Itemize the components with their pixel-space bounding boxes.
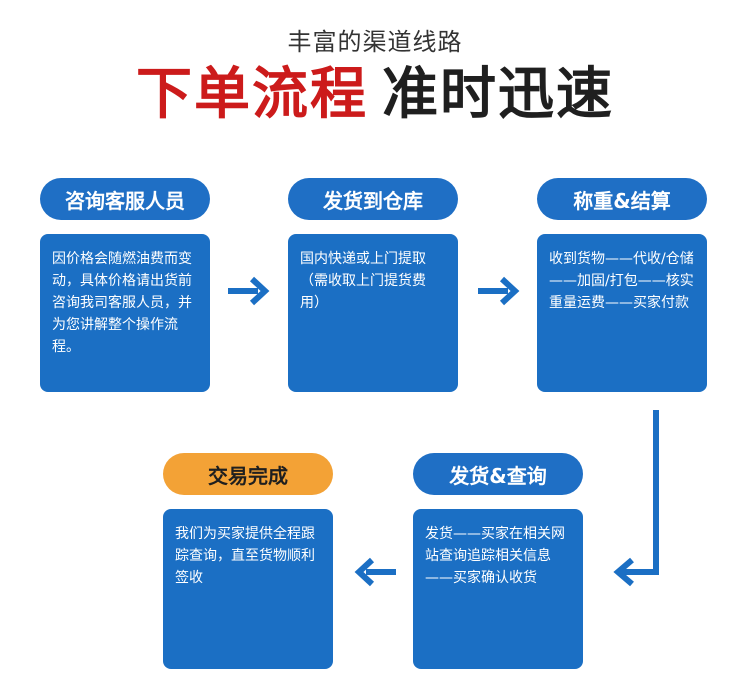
arrow-right-icon bbox=[228, 276, 270, 306]
step-2-card: 国内快递或上门提取（需收取上门提货费用） bbox=[288, 234, 458, 392]
step-3-label: 称重&结算 bbox=[537, 178, 707, 220]
step-1-card: 因价格会随燃油费而变动，具体价格请出货前咨询我司客服人员，并为您讲解整个操作流程… bbox=[40, 234, 210, 392]
headline: 下单流程准时迅速 bbox=[0, 60, 750, 130]
arrow-right-icon bbox=[478, 276, 520, 306]
step-3-card: 收到货物——代收/仓储——加固/打包——核实重量运费——买家付款 bbox=[537, 234, 707, 392]
arrow-down-left-icon bbox=[613, 410, 659, 587]
step-1-label: 咨询客服人员 bbox=[40, 178, 210, 220]
headline-red: 下单流程 bbox=[136, 62, 368, 127]
step-4-card: 发货——买家在相关网站查询追踪相关信息——买家确认收货 bbox=[413, 509, 583, 669]
step-5-label: 交易完成 bbox=[163, 453, 333, 495]
step-5-card: 我们为买家提供全程跟踪查询，直至货物顺利签收 bbox=[163, 509, 333, 669]
step-2-label: 发货到仓库 bbox=[288, 178, 458, 220]
subtitle: 丰富的渠道线路 bbox=[287, 28, 463, 56]
step-4-label: 发货&查询 bbox=[413, 453, 583, 495]
arrow-left-icon bbox=[354, 557, 396, 587]
headline-dark: 准时迅速 bbox=[382, 62, 614, 127]
